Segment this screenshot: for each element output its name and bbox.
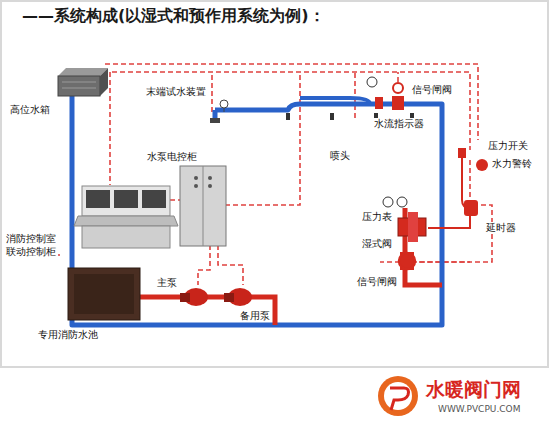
gauge-label: 压力表 [360, 211, 394, 223]
sprinkler-label: 喷头 [328, 150, 352, 162]
pump-label: 主泵 [155, 277, 179, 289]
fire-water-pool [68, 268, 140, 320]
cabinet-label: 联动控制柜 [4, 246, 58, 258]
water-pipes [72, 95, 442, 325]
wet-valve-set [383, 197, 426, 270]
device-label: 末端试水装置 [144, 86, 208, 98]
tank-label: 高位水箱 [8, 104, 52, 116]
bell-label: 水力警铃 [490, 158, 534, 170]
fire-pumps [180, 288, 252, 306]
valve-label: 湿式阀 [360, 238, 394, 250]
valve-label: 信号闸阀 [355, 276, 399, 288]
top-signal-valve [367, 77, 404, 110]
site-logo [378, 376, 418, 416]
pool-label: 专用消防水池 [36, 329, 100, 341]
end-test-device [210, 100, 228, 123]
linkage-control-cabinet [74, 186, 178, 248]
valve-label: 信号闸阀 [410, 84, 454, 96]
cabinet-label: 水泵电控柜 [145, 151, 199, 163]
room-label: 消防控制室 [4, 233, 58, 245]
indicator-label: 水流指示器 [372, 118, 426, 130]
high-water-tank [58, 68, 108, 96]
diagram-title: ——系统构成(以湿式和预作用系统为例)： [22, 6, 325, 25]
switch-label: 压力开关 [486, 140, 530, 152]
pump-label: 备用泵 [238, 310, 272, 322]
picture-frame [1, 1, 548, 367]
logo-text: 水暖阀门网 [424, 378, 523, 401]
pump-control-cabinet [180, 166, 226, 246]
logo-url: WWW.PVCPU.COM [436, 404, 522, 415]
top-pipe-bend [300, 98, 370, 104]
signal-wires [40, 64, 492, 285]
alarm-devices [428, 148, 488, 228]
delay-label: 延时器 [484, 222, 518, 234]
